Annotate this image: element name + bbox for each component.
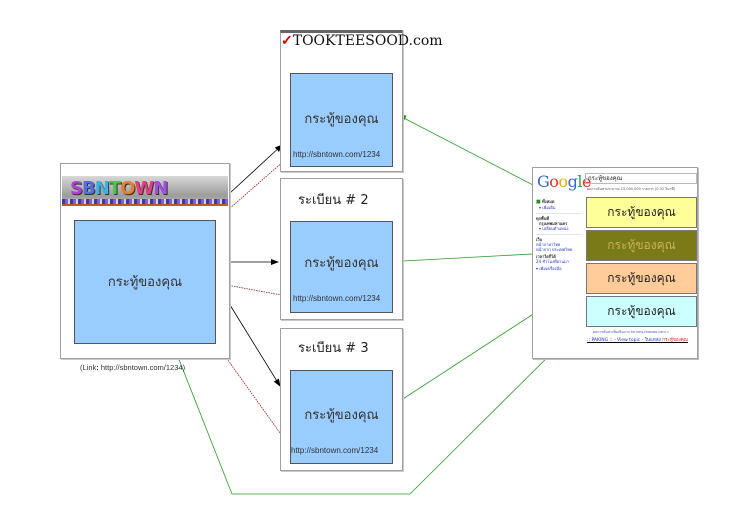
post-link[interactable]: http://sbntown.com/1234 [293, 150, 381, 159]
caption-suffix: ) [182, 363, 186, 372]
sbntown-page: SBNTOWN กระทู้ของคุณ [60, 163, 230, 359]
post-title: กระทู้ของคุณ [304, 408, 379, 423]
sbntown-caption: (Link: http://sbntown.com/1234) [80, 363, 185, 372]
search-result-2[interactable]: กระทู้ของคุณ [586, 230, 697, 261]
site2-page: ระเบียน # 2 กระทู้ของคุณ http://sbntown.… [280, 178, 403, 320]
result-stats: ผลการค้นหาประมาณ 15,000,000 รายการ (0.32… [587, 187, 676, 191]
search-result-3[interactable]: กระทู้ของคุณ [586, 263, 697, 294]
result-title: กระทู้ของคุณ [607, 304, 676, 318]
post-title: กระทู้ของคุณ [107, 275, 183, 290]
tookteesood-post[interactable]: กระทู้ของคุณ http://sbntown.com/1234 [290, 73, 393, 167]
sidebar-all-label: ทั้งหมด [542, 199, 555, 204]
site2-label: ระเบียน # 2 [298, 193, 369, 208]
result-title: กระทู้ของคุณ [607, 271, 676, 285]
site3-page: ระเบียน # 3 กระทู้ของคุณ http://sbntown.… [280, 328, 403, 471]
result-title: กระทู้ของคุณ [607, 238, 676, 252]
post-link[interactable]: http://sbntown.com/1234 [293, 294, 381, 303]
site3-label: ระเบียน # 3 [298, 341, 369, 356]
paking-result-link[interactable]: :: PAKING :: - View topic - ในแหล่ง กระท… [587, 336, 688, 343]
sidebar-anywhere[interactable]: ทุกพื้นที่ [536, 216, 550, 221]
google-logo-letter: o [549, 172, 559, 191]
sidebar-location: กรุงเทพมหานคร [539, 221, 568, 226]
sidebar-thai-pages[interactable]: หน้าภาษาไทย [536, 242, 561, 247]
paking-link-text: :: PAKING :: - View topic - ในแหล่ง [587, 338, 661, 343]
google-logo-letter: e [581, 172, 591, 191]
sidebar-pages-from-thailand[interactable]: หน้าจาก ประเทศไทย [536, 247, 573, 252]
tookteesood-page: ✓TOOKTEESOOD.com กระทู้ของคุณ http://sbn… [280, 30, 443, 172]
post-title: กระทู้ของคุณ [304, 112, 379, 127]
google-logo-letter: l [577, 172, 582, 191]
post-title: กระทู้ของคุณ [304, 256, 379, 271]
paking-link-highlight: กระทู้ของคุณ [662, 338, 688, 343]
google-search-input[interactable]: กระทู้ของคุณ [585, 173, 697, 184]
caption-prefix: (Link [80, 363, 97, 372]
search-arrow-result4 [151, 290, 588, 495]
post-link[interactable]: http://sbntown.com/1234 [291, 446, 379, 455]
search-result-1[interactable]: กระทู้ของคุณ [586, 197, 697, 228]
tookteesood-header: ✓TOOKTEESOOD.com [281, 33, 443, 49]
google-logo-letter: g [567, 172, 578, 191]
sidebar-past-24h[interactable]: 24 ชั่วโมงที่ผ่านมา [536, 259, 569, 264]
sidebar-more-link[interactable]: ▾ เพิ่มเติม [539, 205, 556, 210]
grid-icon: ■ [536, 199, 541, 205]
result-title: กระทู้ของคุณ [607, 205, 676, 219]
sidebar-anytime[interactable]: เวลาใดก็ได้ [536, 254, 556, 259]
forward-arrow-site3 [229, 304, 281, 387]
forward-arrow-tookteesood [229, 144, 283, 194]
sbntown-menu-strip [62, 199, 228, 204]
caption-url[interactable]: http://sbntown.com/1234 [100, 363, 183, 372]
caption-link-label: : [96, 363, 99, 372]
google-logo-letter: G [537, 172, 550, 191]
sbntown-post[interactable]: กระทู้ของคุณ [74, 220, 216, 344]
check-icon: ✓ [281, 33, 293, 49]
google-sidebar: ■ ทั้งหมด ▾ เพิ่มเติม ทุกพื้นที่ กรุงเทพ… [536, 199, 582, 271]
more-results-link[interactable]: ผลการค้นหาเพิ่มเติมจาก forums.thaiseo.co… [593, 330, 669, 334]
sidebar-all[interactable]: ■ ทั้งหมด [536, 199, 582, 205]
sidebar-change-location[interactable]: ▾ เปลี่ยนตำแหน่ง [539, 226, 569, 231]
site2-post[interactable]: กระทู้ของคุณ http://sbntown.com/1234 [290, 221, 393, 313]
sidebar-web[interactable]: เว็บ [536, 237, 543, 242]
sidebar-more-tools[interactable]: ▾ เพิ่มเครื่องมือ [536, 266, 562, 271]
tookteesood-name: TOOKTEESOOD.com [292, 33, 443, 49]
google-logo-letter: o [558, 172, 568, 191]
google-logo: Google [537, 172, 591, 191]
search-result-4[interactable]: กระทู้ของคุณ [586, 296, 697, 327]
sbntown-logo: SBNTOWN [70, 178, 168, 199]
sbntown-banner: SBNTOWN [62, 176, 228, 206]
site3-post[interactable]: กระทู้ของคุณ http://sbntown.com/1234 [290, 370, 393, 464]
google-results-page: Google กระทู้ของคุณ ผลการค้นหาประมาณ 15,… [532, 167, 698, 359]
